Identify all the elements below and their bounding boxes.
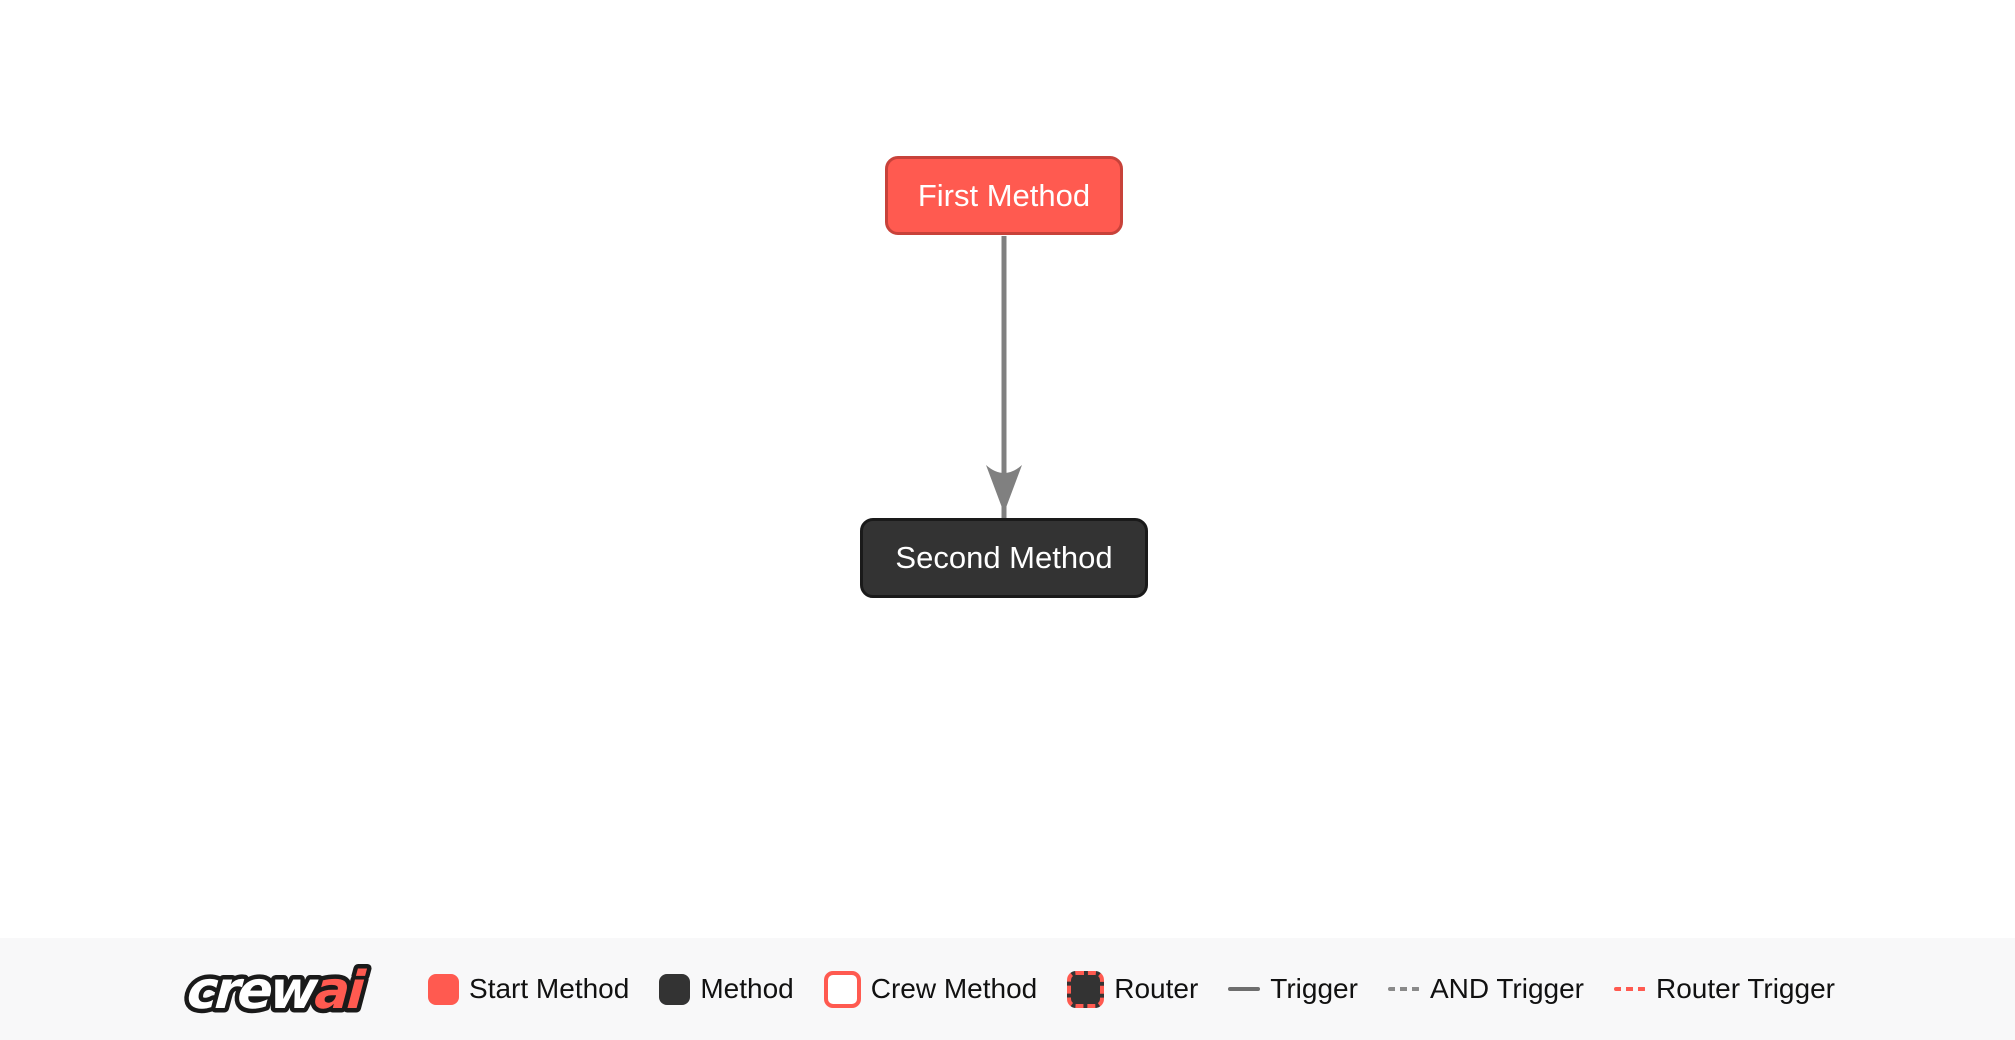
trigger-line-icon — [1228, 987, 1261, 991]
logo-text-ai: ai — [313, 961, 368, 1021]
node-first-method[interactable]: First Method — [885, 156, 1123, 235]
legend-item-method: Method — [659, 973, 794, 1005]
trigger-edge — [986, 236, 1022, 518]
legend-item-and-trigger: AND Trigger — [1387, 973, 1584, 1005]
legend-footer: crewai Start Method Method Crew Method R… — [0, 938, 2015, 1040]
and-trigger-line-icon — [1387, 987, 1420, 991]
legend-item-router: Router — [1067, 970, 1199, 1008]
legend-label: Start Method — [469, 973, 630, 1004]
node-second-method[interactable]: Second Method — [860, 518, 1148, 598]
router-swatch-icon — [1067, 970, 1105, 1008]
router-trigger-line-icon — [1614, 987, 1646, 991]
legend-item-trigger: Trigger — [1228, 973, 1358, 1005]
legend-item-start-method: Start Method — [428, 973, 629, 1005]
crew-method-swatch-icon — [823, 970, 861, 1008]
logo-text-crew: crew — [185, 961, 321, 1021]
legend-label: AND Trigger — [1429, 973, 1584, 1004]
arrowhead-icon — [986, 465, 1022, 513]
node-first-method-label: First Method — [917, 177, 1091, 213]
crewai-logo: crewai — [180, 952, 398, 1026]
crewai-logo-icon: crewai — [181, 957, 373, 1026]
legend-label: Router — [1114, 973, 1199, 1004]
method-swatch-icon — [659, 973, 691, 1005]
node-second-method-label: Second Method — [895, 540, 1113, 575]
legend-label: Router Trigger — [1656, 973, 1835, 1004]
legend-item-crew-method: Crew Method — [823, 970, 1038, 1008]
legend-label: Crew Method — [870, 973, 1038, 1004]
svg-text:crewai: crewai — [185, 961, 368, 1021]
flow-canvas[interactable]: First Method Second Method — [0, 0, 2015, 938]
legend-label: Method — [700, 973, 794, 1004]
legend-item-router-trigger: Router Trigger — [1614, 973, 1835, 1005]
legend-label: Trigger — [1270, 973, 1358, 1004]
start-method-swatch-icon — [428, 973, 460, 1005]
